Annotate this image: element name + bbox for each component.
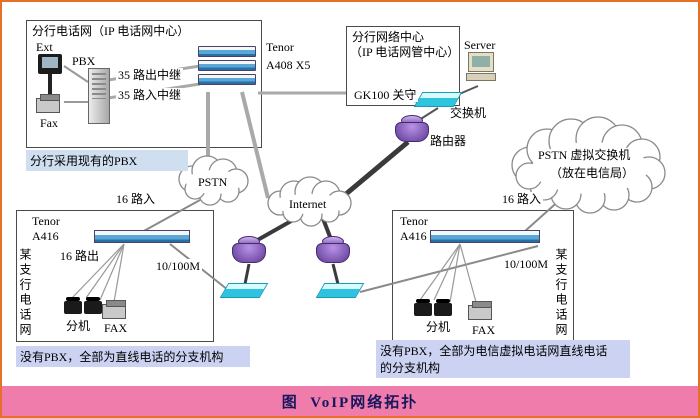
server-icon — [466, 52, 496, 82]
fax-icon — [36, 94, 60, 113]
trunk-out-label: 35 路出中继 — [116, 68, 184, 83]
branch-left-tenor-2: A416 — [32, 229, 59, 243]
in16-right-label: 16 路入 — [500, 192, 544, 207]
switch-label: 交换机 — [450, 106, 487, 120]
phone-icon — [414, 299, 432, 316]
tenor-a408-label-1: Tenor — [266, 40, 294, 54]
tenor-a408-label-2: A408 X5 — [266, 58, 311, 72]
tenor-a408-icon — [198, 46, 256, 88]
branch-left-tenor-1: Tenor — [32, 214, 60, 228]
noc-box — [346, 26, 460, 106]
hq-title: 分行电话网（IP 电话网中心） — [32, 24, 190, 38]
virtual-pstn-label-1: PSTN 虚拟交换机 — [538, 148, 631, 162]
phone-icon — [434, 299, 452, 316]
noc-title-2: （IP 电话网管中心） — [350, 45, 460, 59]
trunk-in-label: 35 路入中继 — [116, 88, 184, 103]
phone-icon — [64, 297, 82, 314]
branch-right-tenor-2: A416 — [400, 229, 427, 243]
branch-right-note-line2: 的分支机构 — [380, 361, 441, 375]
gatekeeper-label: GK100 关守 — [352, 88, 419, 103]
hq-phone-box — [26, 20, 262, 148]
branch-left-box — [16, 210, 214, 342]
caption-text: 图 VoIP网络拓扑 — [281, 394, 419, 411]
out16-label: 16 路出 — [58, 249, 102, 264]
internet-cloud — [267, 176, 352, 227]
branch-right-side-label: 某支行电话网 — [554, 248, 568, 338]
branch-right-fax-label: FAX — [472, 323, 496, 337]
pbx-tower-icon — [88, 68, 110, 124]
tenor-a416-left-icon — [94, 230, 190, 243]
ext-phone-icon — [38, 54, 62, 74]
lan-left-label: 10/100M — [154, 259, 203, 274]
pstn-cloud — [178, 155, 249, 206]
core-router-icon — [395, 115, 429, 143]
edge-router-left-icon — [232, 236, 266, 264]
server-label: Server — [464, 38, 496, 52]
in16-left-label: 16 路入 — [114, 192, 158, 207]
phone-icon — [84, 297, 102, 314]
virtual-pstn-label-2: （放在电信局） — [550, 166, 635, 180]
lan-right-label: 10/100M — [502, 257, 551, 272]
branch-right-note: 没有PBX，全部为电信虚拟电话网直线电话 的分支机构 — [376, 340, 630, 378]
pstn-cloud-label: PSTN — [198, 175, 228, 189]
fax-machine-icon — [102, 300, 126, 319]
branch-left-side-label: 某支行电话网 — [18, 248, 32, 338]
edge-router-right-icon — [316, 236, 350, 264]
hq-note: 分行采用现有的PBX — [26, 150, 188, 171]
branch-right-tenor-1: Tenor — [400, 214, 428, 228]
internet-cloud-label: Internet — [289, 197, 327, 211]
branch-right-note-line1: 没有PBX，全部为电信虚拟电话网直线电话 — [380, 344, 608, 358]
ext-label: Ext — [36, 40, 53, 54]
caption-bar: 图 VoIP网络拓扑 — [2, 386, 698, 416]
branch-left-ext-label: 分机 — [66, 319, 91, 333]
fax-machine-icon — [468, 301, 492, 320]
pbx-label: PBX — [72, 54, 96, 68]
branch-right-ext-label: 分机 — [426, 320, 451, 334]
fax-label: Fax — [40, 116, 58, 130]
router-label: 路由器 — [430, 134, 467, 148]
tenor-a416-right-icon — [430, 230, 540, 243]
noc-title-1: 分行网络中心 — [352, 30, 425, 44]
virtual-pstn-cloud — [511, 116, 666, 214]
branch-left-note: 没有PBX，全部为直线电话的分支机构 — [16, 346, 250, 367]
branch-left-fax-label: FAX — [104, 321, 128, 335]
